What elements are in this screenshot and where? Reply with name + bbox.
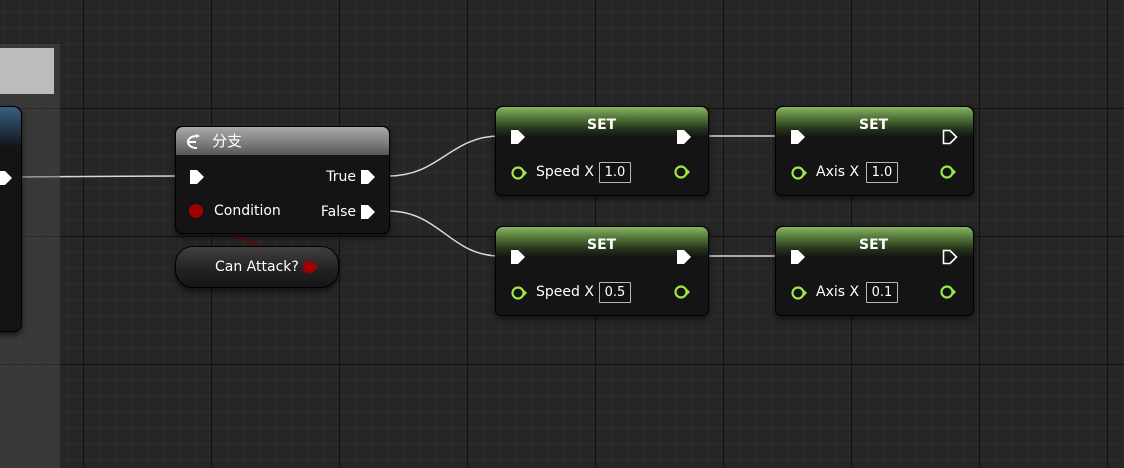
branch-node[interactable]: 分支 True Condition False [175,126,390,234]
set-exec-in-pin[interactable] [510,128,527,146]
branch-icon [186,134,200,149]
branch-false-label: False [320,204,356,220]
set-value-box[interactable]: 0.5 [599,282,631,303]
set-var-label: Axis X [816,164,860,180]
condition-pin[interactable] [188,203,204,219]
set-value-box[interactable]: 1.0 [599,162,631,183]
set-exec-in-pin[interactable] [790,248,807,266]
condition-label: Condition [214,203,281,219]
set-value-out-pin[interactable] [940,284,956,300]
set-exec-out-pin[interactable] [676,248,693,266]
set-title: SET [587,117,617,133]
set-value-out-pin[interactable] [674,284,690,300]
can-attack-label: Can Attack? [215,259,299,275]
can-attack-getter-node[interactable]: Can Attack? [175,246,339,288]
set-title: SET [587,237,617,253]
set-node-speed-false[interactable]: SET Speed X 0.5 [495,226,709,316]
branch-true-pin[interactable] [360,168,377,186]
set-value-in-pin[interactable] [511,285,527,301]
partial-node-header [0,107,21,147]
partial-left-node[interactable] [0,106,22,332]
set-value-out-pin[interactable] [674,164,690,180]
set-value-box[interactable]: 1.0 [866,162,898,183]
exec-out-pin[interactable] [0,169,14,187]
set-node-header [776,227,973,257]
branch-header [176,127,389,155]
set-node-header [496,107,708,137]
set-node-axis-false[interactable]: SET Axis X 0.1 [775,226,974,316]
set-title: SET [859,237,889,253]
branch-true-label: True [326,169,356,185]
set-exec-out-pin-unconnected[interactable] [942,128,959,146]
branch-title: 分支 [212,132,243,150]
set-value-in-pin[interactable] [791,165,807,181]
set-value-out-pin[interactable] [940,164,956,180]
set-exec-out-pin-unconnected[interactable] [942,248,959,266]
set-node-speed-true[interactable]: SET Speed X 1.0 [495,106,709,196]
set-var-label: Speed X [536,284,594,300]
set-value-in-pin[interactable] [791,285,807,301]
set-value-in-pin[interactable] [511,165,527,181]
set-exec-in-pin[interactable] [510,248,527,266]
set-node-header [776,107,973,137]
set-exec-in-pin[interactable] [790,128,807,146]
set-var-label: Axis X [816,284,860,300]
can-attack-out-pin[interactable] [302,259,318,275]
exec-wire-to-branch[interactable] [7,175,177,178]
branch-false-pin[interactable] [360,203,377,221]
set-title: SET [859,117,889,133]
comment-header [0,48,54,94]
set-node-header [496,227,708,257]
set-var-label: Speed X [536,164,594,180]
set-node-axis-true[interactable]: SET Axis X 1.0 [775,106,974,196]
branch-exec-in-pin[interactable] [189,168,206,186]
exec-wire-false[interactable] [387,210,501,257]
exec-wire-true[interactable] [387,135,501,177]
set-value-box[interactable]: 0.1 [866,282,898,303]
set-exec-out-pin[interactable] [676,128,693,146]
